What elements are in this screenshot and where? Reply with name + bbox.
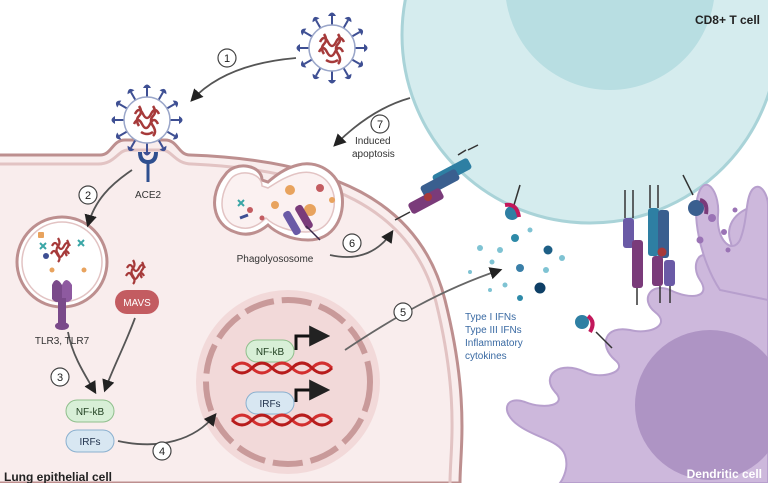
transcription-arrow-upper xyxy=(294,325,331,350)
tlr-receptor xyxy=(52,280,72,330)
nfkb-box-nucleus xyxy=(245,339,295,363)
step-4: 4 xyxy=(159,446,165,458)
cytokine-label-4: cytokines xyxy=(465,351,507,362)
tcr-complex-left xyxy=(394,144,479,221)
tcr-complex-right xyxy=(623,174,709,305)
induced-label-2: apoptosis xyxy=(352,149,395,160)
mavs-label: MAVS xyxy=(123,298,151,309)
cytokine-particles xyxy=(468,227,565,301)
dendritic-cell-label: Dendritic cell xyxy=(687,467,762,481)
lung-cell-label: Lung epithelial cell xyxy=(4,470,112,483)
step-circles xyxy=(50,48,413,461)
t-cell xyxy=(400,0,768,225)
nfkb-box-left xyxy=(65,399,115,423)
irfs-nucleus-label: IRFs xyxy=(259,399,280,410)
step-7: 7 xyxy=(377,119,383,131)
irfs-box-nucleus xyxy=(245,391,295,415)
tlr-label: TLR3, TLR7 xyxy=(35,336,90,347)
transcription-arrow-lower xyxy=(294,379,331,402)
dna-lower xyxy=(230,413,334,427)
dendritic-cell xyxy=(506,183,768,483)
ace2-label: ACE2 xyxy=(135,190,162,201)
mavs-box xyxy=(115,290,159,314)
cytokine-label-2: Type III IFNs xyxy=(465,325,522,336)
ace2-receptor xyxy=(138,151,158,182)
cytokine-receptor-lower xyxy=(575,314,613,349)
nfkb-nucleus-label: NF-kB xyxy=(256,347,285,358)
irfs-box-left xyxy=(65,429,115,453)
process-arrows xyxy=(67,57,503,446)
dna-upper xyxy=(230,361,334,375)
phagolysosome-label: Phagolyososome xyxy=(237,254,314,265)
induced-label-1: Induced xyxy=(355,136,391,147)
step-1: 1 xyxy=(224,53,230,65)
cytokine-label-1: Type I IFNs xyxy=(465,312,516,323)
irfs-left-label: IRFs xyxy=(79,437,100,448)
phagolysosome xyxy=(213,162,345,242)
cytokine-receptor-upper xyxy=(504,184,521,220)
cytokine-label-3: Inflammatory xyxy=(465,338,523,349)
step-3: 3 xyxy=(57,372,63,384)
step-2: 2 xyxy=(85,190,91,202)
nfkb-left-label: NF-kB xyxy=(76,407,105,418)
step-5: 5 xyxy=(400,307,406,319)
step-6: 6 xyxy=(349,238,355,250)
nucleus xyxy=(196,290,380,474)
t-cell-label: CD8+ T cell xyxy=(695,13,760,27)
virus-top xyxy=(295,11,369,85)
